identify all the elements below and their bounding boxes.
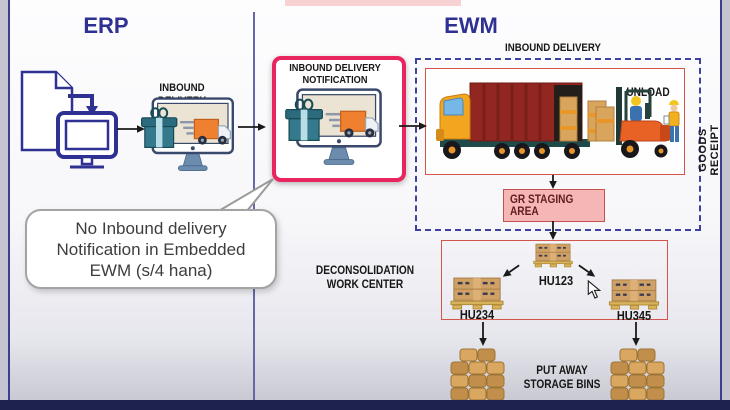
storage-bins-left-icon (450, 348, 505, 401)
ewm-heading: EWM (444, 13, 498, 38)
mouse-cursor-icon (587, 280, 601, 299)
callout-line2: Notification in Embedded (56, 239, 246, 259)
arrow-truck-to-staging (549, 175, 557, 189)
goods-receipt-dashed-box (415, 58, 701, 231)
notification-label-line1: INBOUND DELIVERY (289, 62, 381, 74)
page-title: DECONSOLIDATION (285, 0, 461, 6)
hu123-label: HU123 (538, 274, 574, 288)
ewm-inbound-delivery-label: INBOUND DELIVERY (505, 42, 601, 54)
deconsolidation-work-center-label: DECONSOLIDATION WORK CENTER (308, 265, 422, 292)
erp-heading: ERP (83, 13, 129, 38)
arrow-delivery-to-notification (238, 122, 267, 132)
right-border-line (720, 0, 722, 400)
hu345-pallet-icon (608, 279, 660, 310)
truck-unload-illustration (436, 82, 680, 159)
hu234-pallet-icon (450, 277, 504, 310)
notification-computer-icon (284, 88, 382, 166)
callout-bubble: No Inbound delivery Notification in Embe… (25, 209, 277, 289)
callout-line1: No Inbound delivery (75, 218, 227, 238)
arrow-hu345-to-bin (632, 322, 640, 346)
arrow-hu123-to-hu345 (578, 264, 596, 277)
put-away-label: PUT AWAY STORAGE BINS (516, 364, 608, 392)
erp-ewm-divider (253, 12, 255, 400)
notification-label: INBOUND DELIVERY NOTIFICATION (283, 62, 387, 86)
arrow-hu123-to-hu234 (502, 264, 520, 277)
decon-label-line2: WORK CENTER (326, 278, 404, 291)
arrow-po-to-delivery (117, 124, 145, 134)
bottom-bar (0, 400, 730, 410)
put-away-line2: STORAGE BINS (523, 379, 601, 391)
page-title-text: DECONSOLIDATION (285, 0, 461, 2)
gr-staging-area-box: GR STAGING AREA (503, 189, 605, 222)
arrow-hu234-to-bin (479, 322, 487, 346)
hu345-label: HU345 (616, 309, 652, 323)
notification-label-line2: NOTIFICATION (302, 74, 368, 86)
purchase-order-icon (20, 70, 118, 169)
callout-line3: EWM (s/4 hana) (89, 260, 213, 280)
left-border-line (8, 0, 10, 400)
hu234-label: HU234 (459, 308, 495, 322)
goods-receipt-label: GOODS RECEIPT (697, 124, 721, 176)
hu123-pallet-icon (533, 243, 573, 268)
storage-bins-right-icon (610, 348, 665, 401)
arrow-notification-to-ewm (399, 121, 427, 131)
inbound-delivery-computer-icon (140, 97, 235, 172)
put-away-line1: PUT AWAY (536, 365, 588, 377)
deconsolidation-box (441, 240, 668, 320)
decon-label-line1: DECONSOLIDATION (315, 265, 415, 277)
gr-staging-area-label: GR STAGING AREA (510, 193, 574, 218)
arrow-staging-to-decon (549, 221, 557, 240)
